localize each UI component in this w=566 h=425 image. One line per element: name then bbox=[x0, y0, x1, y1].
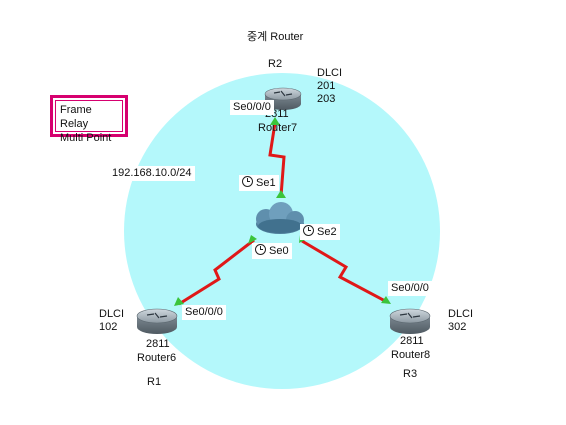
frame-relay-cloud-icon[interactable] bbox=[256, 202, 304, 234]
r2-name: R2 bbox=[268, 58, 283, 70]
diagram-title: 중계 Router bbox=[247, 31, 304, 43]
r1-port-label: Se0/0/0 bbox=[182, 305, 226, 320]
r1-dlci-label: DLCI bbox=[99, 308, 125, 320]
port-indicator-r1 bbox=[174, 297, 184, 306]
link-cloud-r1[interactable] bbox=[178, 238, 255, 306]
link-r2-cloud[interactable] bbox=[268, 122, 286, 197]
r1-model: 2811 bbox=[146, 338, 170, 350]
r3-hostname: Router8 bbox=[391, 349, 431, 361]
router-r1-icon[interactable] bbox=[136, 308, 178, 334]
cloud-port-se2: Se2 bbox=[300, 224, 340, 240]
network-label: 192.168.10.0/24 bbox=[109, 166, 195, 181]
note-line-1: Frame Relay bbox=[60, 104, 92, 130]
r2-port-label: Se0/0/0 bbox=[230, 100, 274, 115]
r1-dlci: DLCI 102 bbox=[99, 308, 124, 334]
r2-dlci: DLCI 201 203 bbox=[317, 67, 342, 106]
frame-relay-note[interactable]: Frame Relay Multi Point bbox=[50, 95, 128, 144]
r1-name: R1 bbox=[147, 376, 162, 388]
router-r2-icon[interactable] bbox=[264, 87, 302, 110]
r1-hostname: Router6 bbox=[137, 352, 177, 364]
link-cloud-r3[interactable] bbox=[301, 239, 388, 304]
r2-hostname: Router7 bbox=[258, 122, 298, 134]
clock-icon bbox=[303, 225, 314, 236]
r3-dlci-label: DLCI bbox=[448, 308, 474, 320]
r3-dlci: DLCI 302 bbox=[448, 308, 473, 334]
r3-dlci-value: 302 bbox=[448, 321, 467, 333]
port-indicator-r2 bbox=[270, 117, 280, 125]
note-line-2: Multi Point bbox=[60, 132, 112, 144]
r2-dlci-value: 203 bbox=[317, 93, 336, 105]
r3-port-label: Se0/0/0 bbox=[388, 281, 432, 296]
port-indicator-r3 bbox=[381, 296, 391, 304]
r1-dlci-value: 102 bbox=[99, 321, 118, 333]
clock-icon bbox=[242, 176, 253, 187]
cloud-port-se0: Se0 bbox=[252, 243, 292, 259]
clock-icon bbox=[255, 244, 266, 255]
cloud-port-se1: Se1 bbox=[239, 175, 279, 191]
port-indicator-cloud-se0 bbox=[248, 235, 257, 244]
r2-dlci-value: 201 bbox=[317, 80, 336, 92]
port-indicator-cloud-se1 bbox=[276, 190, 286, 198]
r3-name: R3 bbox=[403, 368, 418, 380]
router-r3-icon[interactable] bbox=[389, 308, 431, 334]
r3-model: 2811 bbox=[400, 335, 424, 347]
r2-dlci-label: DLCI bbox=[317, 67, 343, 79]
